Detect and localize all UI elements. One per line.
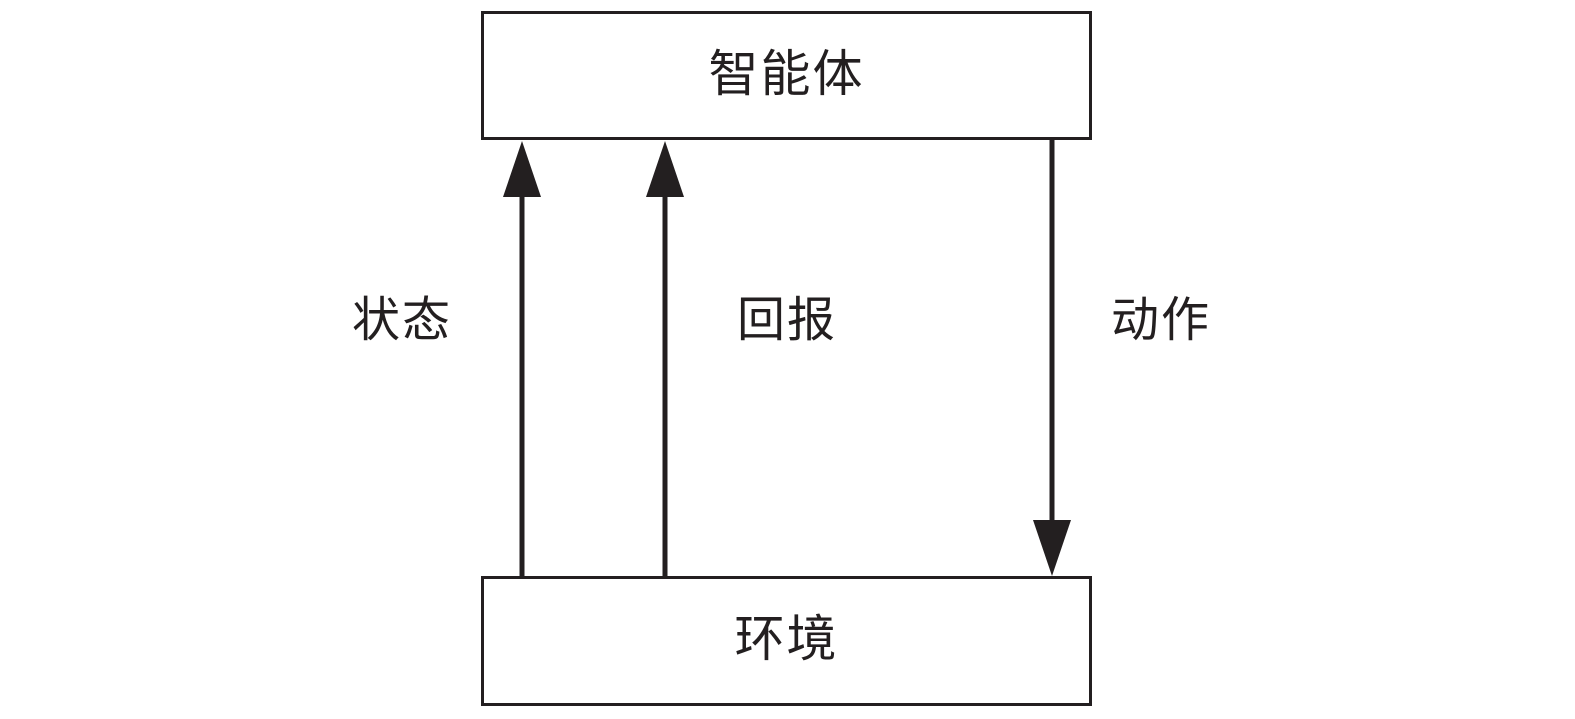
action-edge-label: 动作 <box>1111 292 1212 348</box>
reward-edge-label: 回报 <box>737 292 838 348</box>
state-edge-label: 状态 <box>352 292 453 348</box>
environment-node: 环境 <box>481 576 1092 706</box>
state-arrow <box>503 141 541 576</box>
agent-node: 智能体 <box>481 11 1092 140</box>
action-arrow <box>1033 140 1071 576</box>
environment-node-label: 环境 <box>734 610 839 668</box>
reward-arrow <box>646 141 684 576</box>
agent-node-label: 智能体 <box>708 44 865 103</box>
